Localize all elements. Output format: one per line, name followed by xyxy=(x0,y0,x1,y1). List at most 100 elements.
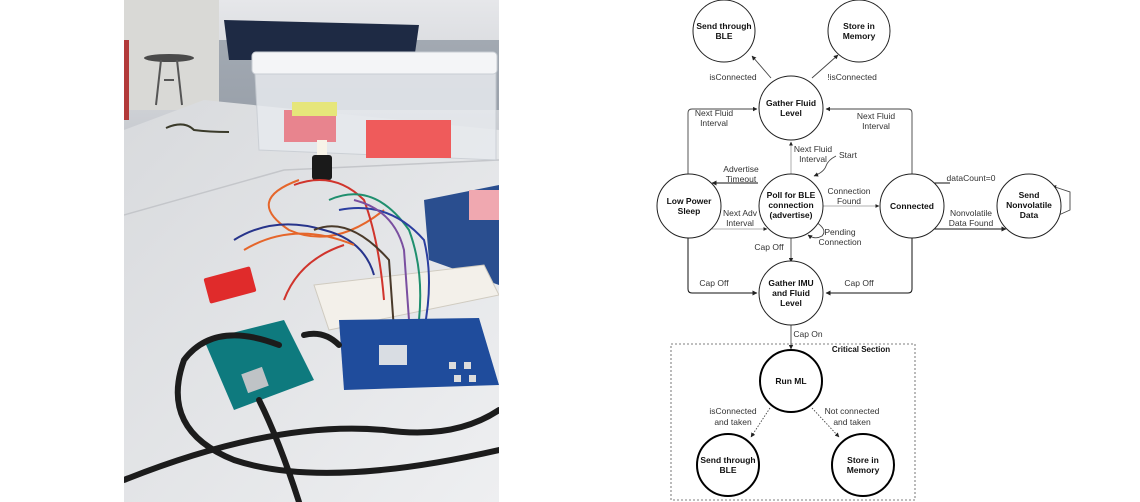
node-circle xyxy=(831,433,895,497)
stool-seat xyxy=(144,54,194,62)
node-store-memory-top: Store in Memory xyxy=(827,0,891,63)
node-circle xyxy=(656,173,722,239)
node-label-line: Store in xyxy=(847,455,879,465)
node-label-line: Run ML xyxy=(775,376,806,386)
ble-dev-board xyxy=(339,318,499,390)
edge-label: and taken xyxy=(714,417,752,427)
edge-labels: isConnected !isConnected Next Fluid Inte… xyxy=(695,72,996,427)
node-circle xyxy=(692,0,756,63)
board-buttons xyxy=(449,362,476,382)
node-label-line: Low Power xyxy=(667,196,713,206)
edge-label: dataCount=0 xyxy=(947,173,996,183)
edge-label: Cap Off xyxy=(754,242,784,252)
edge-label: Nonvolatile xyxy=(950,208,992,218)
node-low-power-sleep: Low Power Sleep xyxy=(656,173,722,239)
edge-sleep-to-imu xyxy=(687,238,758,296)
table-seam xyxy=(124,159,499,216)
edge-sleep-to-gather xyxy=(687,106,758,174)
node-circle xyxy=(996,173,1062,239)
storage-box-lid xyxy=(251,51,498,75)
node-connected: Connected xyxy=(879,173,945,239)
node-label-line: Memory xyxy=(847,465,880,475)
edge-label: Cap On xyxy=(793,329,823,339)
edge-label: !isConnected xyxy=(827,72,877,82)
node-run-ml: Run ML xyxy=(759,349,823,413)
chair-back xyxy=(224,20,419,60)
edge-label: Next Fluid xyxy=(794,144,833,154)
node-label-line: Nonvolatile xyxy=(1006,200,1052,210)
edge-label: Advertise xyxy=(723,164,759,174)
node-label-line: BLE xyxy=(720,465,737,475)
red-sensor-board xyxy=(203,266,257,304)
edge-label: Next Adv xyxy=(723,208,758,218)
edge-label: Connection xyxy=(818,237,861,247)
edge-label: Data Found xyxy=(949,218,994,228)
node-label-line: Poll for BLE xyxy=(767,190,816,200)
edge-gather-to-store xyxy=(811,54,839,79)
node-circle xyxy=(758,173,824,239)
edge-label: Cap Off xyxy=(844,278,874,288)
red-object xyxy=(124,40,129,120)
node-label-line: connection xyxy=(768,200,813,210)
bottle-cap xyxy=(317,140,327,155)
edge-connected-to-gather xyxy=(825,106,913,174)
node-circle xyxy=(879,173,945,239)
node-label-line: (advertise) xyxy=(770,210,813,220)
edge-label: Pending xyxy=(824,227,855,237)
edge-connected-to-imu xyxy=(825,238,913,296)
edge-send-nonvolatile-self-loop xyxy=(1051,185,1071,219)
edge-gather-to-send-ble xyxy=(751,55,772,79)
critical-section-title: Critical Section xyxy=(832,345,890,354)
node-label-line: Send through xyxy=(700,455,755,465)
edge-start xyxy=(813,155,837,177)
pink-contents xyxy=(469,190,499,220)
edge-pending-self-loop xyxy=(807,221,825,240)
edge-label: and taken xyxy=(833,417,871,427)
node-circle xyxy=(696,433,760,497)
node-label-line: Data xyxy=(1020,210,1039,220)
loose-wire xyxy=(165,123,230,133)
node-poll-ble: Poll for BLE connection (advertise) xyxy=(758,173,824,239)
node-circle xyxy=(759,349,823,413)
edge-label: Not connected xyxy=(825,406,880,416)
usb-cables xyxy=(124,330,499,502)
edge-label: isConnected xyxy=(709,406,757,416)
jumper-wires xyxy=(233,179,430,331)
node-send-nonvolatile: Send Nonvolatile Data xyxy=(996,173,1062,239)
node-label-line: Sleep xyxy=(678,206,701,216)
ble-module xyxy=(379,345,407,365)
node-label-line: Store in xyxy=(843,21,875,31)
node-label-line: Level xyxy=(780,298,802,308)
node-label-line: BLE xyxy=(716,31,733,41)
edge-label: Cap Off xyxy=(699,278,729,288)
edge-label: Connection xyxy=(827,186,870,196)
node-gather-imu: Gather IMU and Fluid Level xyxy=(758,260,824,326)
node-circle xyxy=(827,0,891,63)
stool-legs xyxy=(155,59,183,106)
hardware-photo xyxy=(124,0,499,502)
node-store-memory-bottom: Store in Memory xyxy=(831,433,895,497)
edges xyxy=(687,54,1071,438)
node-circle xyxy=(758,75,824,141)
yellow-notepad xyxy=(292,102,337,116)
edge-runml-to-store xyxy=(811,407,840,438)
red-box xyxy=(366,120,451,158)
node-circle xyxy=(758,260,824,326)
node-send-ble-top: Send through BLE xyxy=(692,0,756,63)
edge-label: Start xyxy=(839,150,858,160)
node-label-line: Memory xyxy=(843,31,876,41)
edge-label: Interval xyxy=(700,118,728,128)
edge-label: Interval xyxy=(862,121,890,131)
hardware-photo-illustration xyxy=(124,0,499,502)
edge-label: Interval xyxy=(726,218,754,228)
node-label-line: Gather Fluid xyxy=(766,98,816,108)
node-label-line: Send through xyxy=(696,21,751,31)
node-gather-fluid: Gather Fluid Level xyxy=(758,75,824,141)
usb-port xyxy=(241,366,269,394)
node-label-line: Send xyxy=(1019,190,1040,200)
edge-label: Timeout xyxy=(726,174,757,184)
edge-label: Next Fluid xyxy=(857,111,896,121)
node-label-line: and Fluid xyxy=(772,288,810,298)
critical-section-box xyxy=(670,343,916,501)
node-label-line: Level xyxy=(780,108,802,118)
